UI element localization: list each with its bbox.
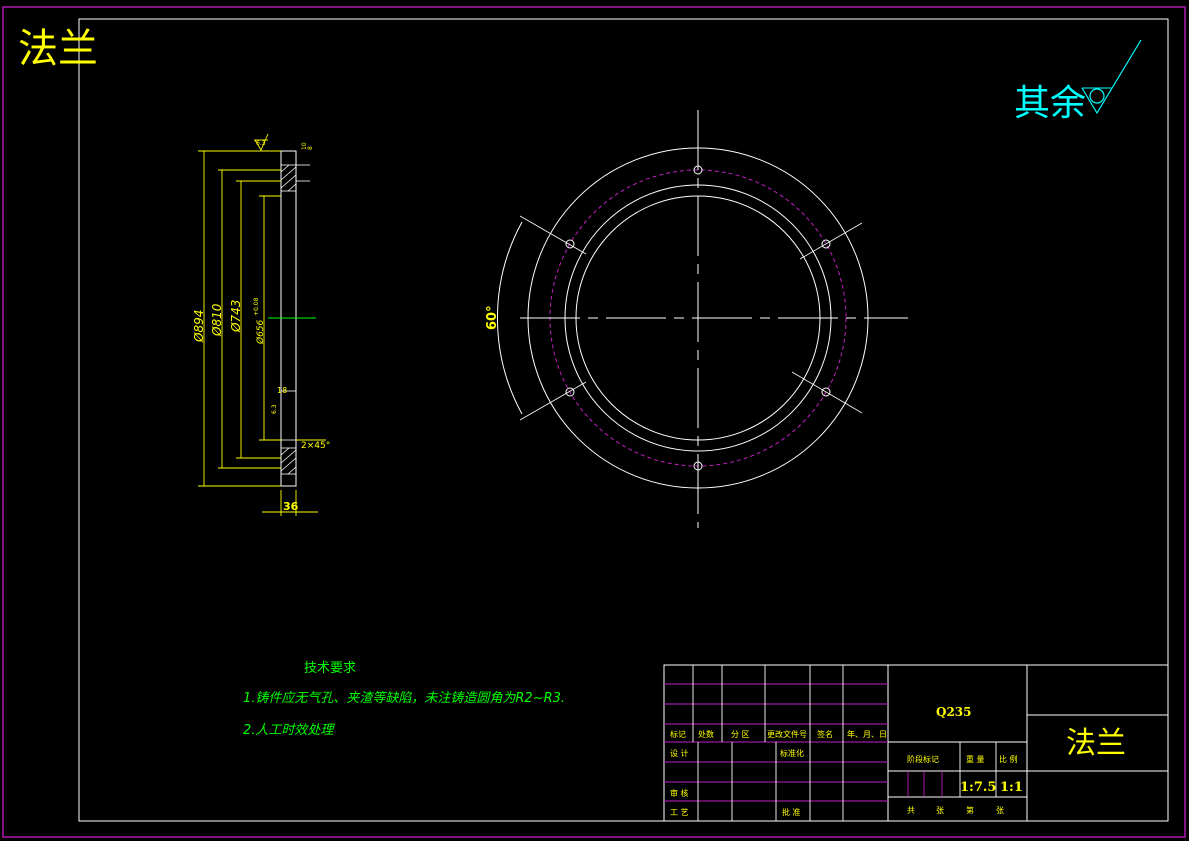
design-label: 设 计 (670, 748, 689, 758)
tech-line-2: 2.人工时效处理 (243, 723, 335, 738)
inner-frame (78, 18, 1169, 822)
dim-thickness: 36 (283, 500, 299, 513)
section-view (268, 150, 316, 487)
dim-d894: Ø894 (192, 310, 206, 343)
dim-chamfer: 2×45° (301, 441, 330, 451)
dim-top-height: 8 (307, 146, 314, 150)
material: Q235 (936, 705, 972, 719)
check-label: 审 核 (670, 788, 689, 798)
scale-label: 比 例 (999, 754, 1018, 764)
process-label: 工 艺 (670, 808, 689, 817)
sheet2-label: 张 (996, 806, 1004, 815)
ra-side: 6.3 (271, 404, 278, 414)
dim-d743: Ø743 (229, 300, 243, 333)
header-change: 更改文件号 (767, 729, 807, 739)
dim-d656-tol: +0.08 (253, 297, 260, 316)
part-name: 法兰 (1066, 726, 1126, 761)
ra-top: 6.3 (256, 140, 266, 147)
total-label: 共 (907, 806, 915, 815)
corner-title: 法兰 (18, 26, 98, 72)
tech-requirements: 技术要求 1.铸件应无气孔、夹渣等缺陷，未注铸造圆角为R2~R3. 2.人工时效… (243, 661, 565, 738)
weight-value: 1:7.5 (960, 780, 996, 795)
approve-label: 批 准 (782, 807, 801, 817)
header-date: 年、月、日 (847, 729, 887, 739)
dim-depth: 18 (277, 386, 287, 395)
stage-mark-label: 阶段标记 (907, 754, 939, 764)
outer-border (2, 6, 1186, 838)
standardize-label: 标准化 (780, 748, 804, 758)
roughness-symbol: 其余 (1014, 39, 1142, 124)
dim-d656: Ø656 (255, 319, 266, 345)
header-count: 处数 (698, 729, 714, 739)
header-sign: 签名 (817, 729, 833, 739)
scale-value: 1:1 (1000, 780, 1023, 795)
dim-d810: Ø810 (210, 303, 224, 337)
header-mark: 标记 (670, 729, 686, 739)
dim-small: 10 (301, 142, 308, 150)
front-view: 60° (485, 110, 908, 528)
angle-label: 60° (485, 305, 500, 330)
roughness-note: 其余 (1014, 83, 1086, 124)
sheets-label: 张 (936, 806, 944, 815)
weight-label: 重 量 (966, 754, 985, 764)
header-zone: 分 区 (731, 730, 750, 739)
title-block: Q235 法兰 标记 处数 分 区 更改文件号 签名 年、月、日 设 计 标准化… (663, 664, 1169, 822)
no-label: 第 (966, 805, 974, 815)
tech-line-1: 1.铸件应无气孔、夹渣等缺陷，未注铸造圆角为R2~R3. (243, 690, 565, 706)
dimension-lines (198, 133, 326, 516)
tech-heading: 技术要求 (304, 661, 356, 676)
